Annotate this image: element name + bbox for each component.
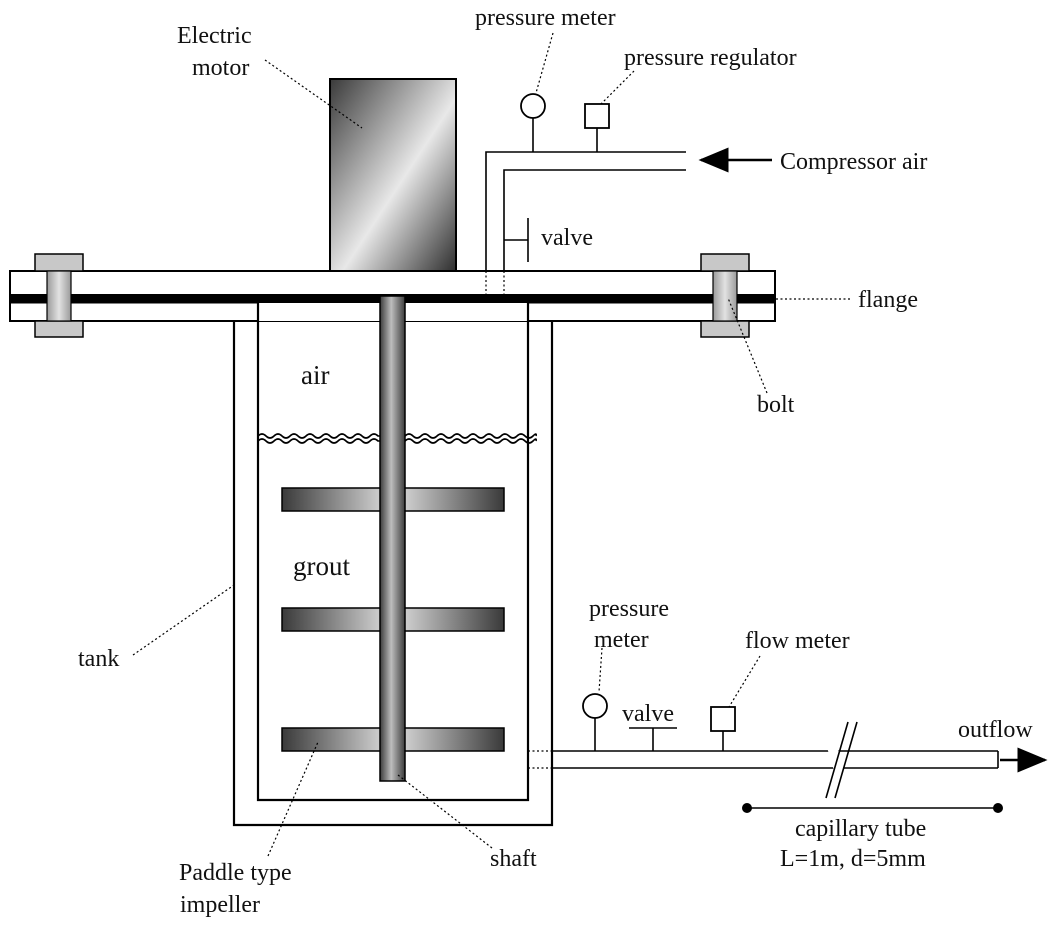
- label-valve-bottom: valve: [622, 701, 674, 727]
- pressure-regulator-icon: [584, 103, 610, 152]
- label-electric-motor-line1: Electric: [177, 23, 252, 49]
- label-flange: flange: [858, 287, 918, 313]
- label-shaft: shaft: [490, 846, 537, 872]
- label-pressure-meter-bottom-line1: pressure: [589, 596, 669, 622]
- capillary-dimension-line: [742, 803, 1003, 813]
- leader-lines: [132, 32, 852, 857]
- label-capillary-line1: capillary tube: [795, 816, 926, 842]
- label-grout: grout: [293, 551, 350, 581]
- tank: [232, 296, 554, 827]
- shaft: [379, 295, 406, 782]
- bolt-left: [34, 253, 84, 338]
- label-pressure-regulator: pressure regulator: [624, 45, 797, 71]
- label-tank: tank: [78, 646, 119, 672]
- label-bolt: bolt: [757, 392, 795, 418]
- label-valve-top: valve: [541, 225, 593, 251]
- label-capillary-line2: L=1m, d=5mm: [780, 846, 926, 872]
- label-pressure-meter-bottom-line2: meter: [594, 627, 649, 653]
- label-compressor-air: Compressor air: [780, 149, 927, 175]
- flow-meter-icon: [710, 706, 736, 751]
- grout-surface: [257, 433, 537, 444]
- pressure-meter-bottom-icon: [582, 693, 608, 751]
- valve-top-icon: [504, 218, 529, 262]
- air-inlet-pipe: [485, 151, 686, 271]
- label-paddle-line1: Paddle type: [179, 860, 292, 886]
- label-flow-meter: flow meter: [745, 628, 850, 654]
- electric-motor: [329, 78, 457, 272]
- label-pressure-meter-top: pressure meter: [475, 5, 616, 31]
- label-electric-motor-line2: motor: [192, 55, 249, 81]
- pipe-break-mark: [825, 721, 858, 799]
- label-air: air: [301, 360, 329, 390]
- outflow-pipe: [528, 750, 999, 769]
- valve-bottom-icon: [629, 727, 677, 751]
- pressure-meter-top-icon: [520, 93, 546, 152]
- label-outflow: outflow: [958, 717, 1033, 743]
- bolt-right: [700, 253, 750, 338]
- label-paddle-line2: impeller: [180, 892, 260, 918]
